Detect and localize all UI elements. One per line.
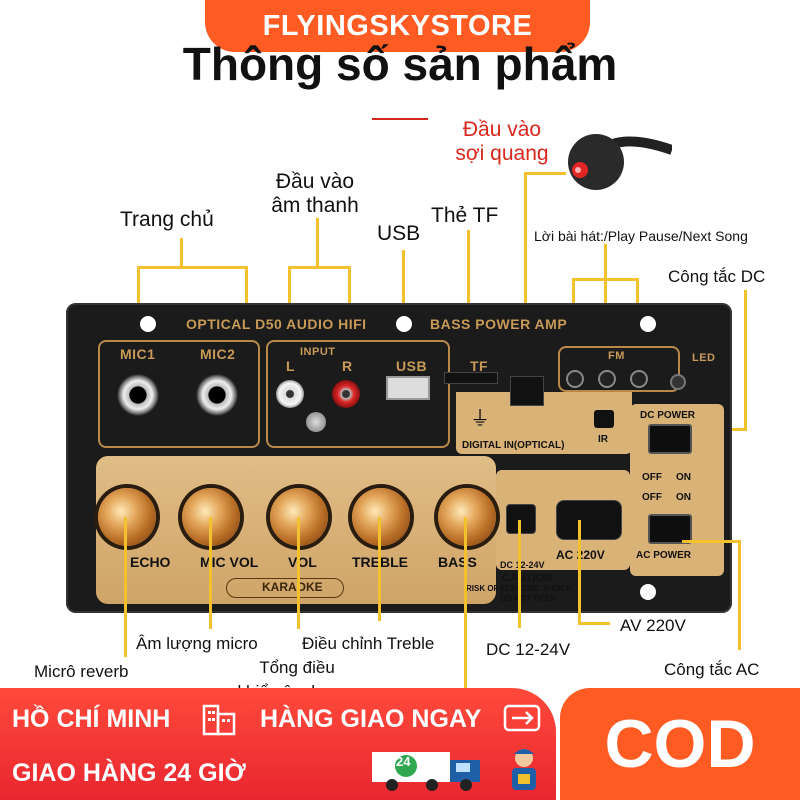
fm-button-3[interactable]: [630, 370, 648, 388]
karaoke-label: KARAOKE: [262, 580, 323, 594]
optical-pointer-line: [372, 118, 428, 120]
led-indicator: [670, 374, 686, 390]
dc-switch-label: Công tắc DC: [668, 267, 766, 286]
delivery-truck-icon: [372, 748, 488, 792]
ac-switch-label: Công tắc AC: [664, 660, 760, 679]
mic1-jack[interactable]: [117, 374, 159, 416]
truck-badge-text: 24: [396, 754, 411, 769]
tf-slot-label: TF: [470, 358, 489, 374]
total-volume-line2: khiển âm lượng: [222, 680, 372, 688]
delivery-24h-label: GIAO HÀNG 24 GIỜ: [12, 759, 246, 787]
screw-icon: [306, 412, 326, 432]
mic2-label: MIC2: [200, 346, 236, 362]
rca-left-jack[interactable]: [276, 380, 304, 408]
home-label: Trang chủ: [120, 208, 214, 231]
karaoke-badge: [226, 578, 344, 598]
ac-on-label: ON: [676, 492, 691, 503]
ac-input-label: AV 220V: [620, 616, 686, 635]
audio-input-label: Đầu vào âm thanh: [250, 170, 380, 218]
dc-power-switch[interactable]: [648, 424, 692, 454]
input-section: [266, 340, 450, 448]
ac-port[interactable]: [556, 500, 622, 540]
board-brand-right: BASS POWER AMP: [430, 316, 568, 332]
board-brand-left: OPTICAL D50 AUDIO HIFI: [186, 316, 367, 332]
mount-hole: [640, 316, 656, 332]
total-volume-label: Tổng điều khiển âm lượng: [222, 656, 372, 688]
tf-card-label: Thẻ TF: [431, 204, 499, 227]
mic-reverb-label: Micrô reverb: [34, 662, 129, 681]
mic2-jack[interactable]: [196, 374, 238, 416]
input-l-label: L: [286, 358, 296, 374]
total-volume-line1: Tổng điều: [259, 658, 335, 677]
input-label: INPUT: [300, 346, 336, 358]
vol-label: VOL: [288, 554, 317, 570]
optical-input-line2: sợi quang: [455, 142, 549, 165]
caution-label: CAUTION: [502, 572, 553, 584]
optical-port[interactable]: [510, 376, 544, 406]
fast-delivery-label: HÀNG GIAO NGAY: [260, 705, 482, 733]
audio-input-line2: âm thanh: [271, 194, 359, 217]
treble-adjust-label: Điều chỉnh Treble: [302, 634, 435, 653]
mount-hole: [140, 316, 156, 332]
usb-label: USB: [377, 222, 421, 245]
dc-on-label: ON: [676, 472, 691, 483]
city-label: HỒ CHÍ MINH: [12, 705, 171, 733]
courier-icon: [500, 746, 548, 792]
digital-in-label: DIGITAL IN(OPTICAL): [462, 440, 565, 451]
ir-label: IR: [598, 434, 608, 445]
delivery-arrow-icon: [502, 700, 542, 741]
rca-right-jack[interactable]: [332, 380, 360, 408]
play-controls-label: Lời bài hát:/Play Pause/Next Song: [534, 228, 748, 244]
dc-power-label: DC POWER: [640, 410, 695, 421]
optical-input-label: Đầu vào sợi quang: [432, 118, 572, 166]
ac-power-label: AC POWER: [636, 550, 691, 561]
fm-label: FM: [608, 350, 625, 362]
ir-sensor: [594, 410, 614, 428]
mic-section: [98, 340, 260, 448]
store-ribbon: FLYINGSKYSTORE: [205, 0, 590, 52]
mic1-label: MIC1: [120, 346, 156, 362]
caution-sub2: DO NOT OPEN: [500, 594, 557, 603]
tf-card-slot[interactable]: [444, 372, 498, 384]
input-r-label: R: [342, 358, 353, 374]
building-icon: [200, 700, 240, 741]
cod-badge: COD: [560, 688, 800, 800]
echo-label: ECHO: [130, 554, 171, 570]
led-label: LED: [692, 352, 716, 364]
fm-button-2[interactable]: [598, 370, 616, 388]
usb-port[interactable]: [386, 376, 430, 400]
audio-input-line1: Đầu vào: [275, 170, 355, 193]
dc-port[interactable]: [506, 504, 536, 534]
echo-knob[interactable]: [98, 488, 156, 546]
bass-knob[interactable]: [438, 488, 496, 546]
ac-power-switch[interactable]: [648, 514, 692, 544]
treble-knob[interactable]: [352, 488, 410, 546]
dc-off-label: OFF: [642, 472, 662, 483]
page-title: Thông số sản phẩm: [182, 38, 618, 90]
dc-port-label: DC 12-24V: [500, 560, 545, 570]
mount-hole: [640, 584, 656, 600]
mic-vol-label: MIC VOL: [200, 554, 259, 570]
usb-port-label: USB: [396, 358, 428, 374]
ac-off-label: OFF: [642, 492, 662, 503]
fm-button-1[interactable]: [566, 370, 584, 388]
plug-icon: ⏚: [470, 408, 490, 430]
fm-section: [558, 346, 680, 392]
optical-input-line1: Đầu vào: [462, 118, 542, 141]
mount-hole: [396, 316, 412, 332]
dc-input-label: DC 12-24V: [486, 640, 571, 659]
store-name: FLYINGSKYSTORE: [262, 9, 533, 42]
bass-label: BASS: [438, 554, 477, 570]
mic-volume-label: Âm lượng micro: [136, 634, 258, 653]
optical-cable-image: [560, 112, 674, 204]
